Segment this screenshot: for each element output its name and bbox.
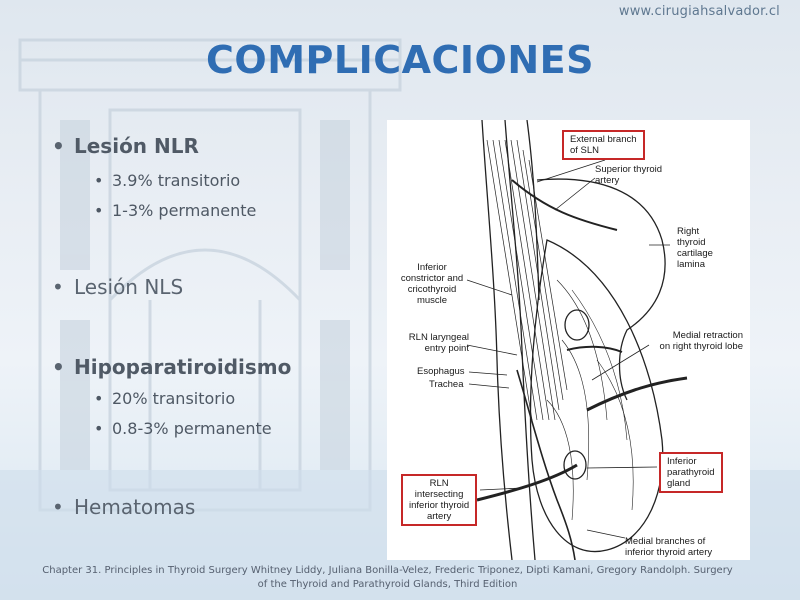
- bullet-hematomas: Hematomas: [52, 495, 195, 519]
- label-rln-entry-point: RLN laryngeal entry point: [408, 332, 469, 354]
- citation: Chapter 31. Principles in Thyroid Surger…: [42, 565, 733, 590]
- slide-title: COMPLICACIONES: [206, 38, 594, 82]
- label-right-thyroid-cartilage: Right thyroid cartilage lamina: [677, 226, 713, 270]
- sub-bullet: 1-3% permanente: [94, 201, 256, 220]
- label-inferior-constrictor: Inferior constrictor and cricothyroid mu…: [400, 262, 464, 306]
- sub-bullet: 3.9% transitorio: [94, 171, 240, 190]
- label-medial-branches: Medial branches of inferior thyroid arte…: [625, 536, 713, 558]
- label-external-branch-sln: External branch of SLN: [562, 130, 645, 160]
- label-inferior-parathyroid-gland: Inferior parathyroid gland: [659, 452, 723, 493]
- sub-bullet: 0.8-3% permanente: [94, 419, 272, 438]
- site-url[interactable]: www.cirugiahsalvador.cl: [618, 4, 780, 19]
- bullet-lesion-nls: Lesión NLS: [52, 275, 183, 299]
- label-trachea: Trachea: [429, 379, 464, 390]
- label-medial-retraction: Medial retraction on right thyroid lobe: [659, 330, 743, 352]
- bullet-hipoparatiroidismo: Hipoparatiroidismo: [52, 355, 291, 379]
- thyroid-anatomy-drawing: [466, 120, 688, 560]
- thyroid-anatomy-figure: External branch of SLN Superior thyroid …: [387, 120, 750, 560]
- label-esophagus: Esophagus: [417, 366, 465, 377]
- sub-bullet: 20% transitorio: [94, 389, 235, 408]
- label-rln-intersecting: RLN intersecting inferior thyroid artery: [401, 474, 478, 526]
- bullet-lesion-nlr: Lesión NLR: [52, 134, 199, 158]
- label-superior-thyroid-artery: Superior thyroid artery: [595, 164, 663, 186]
